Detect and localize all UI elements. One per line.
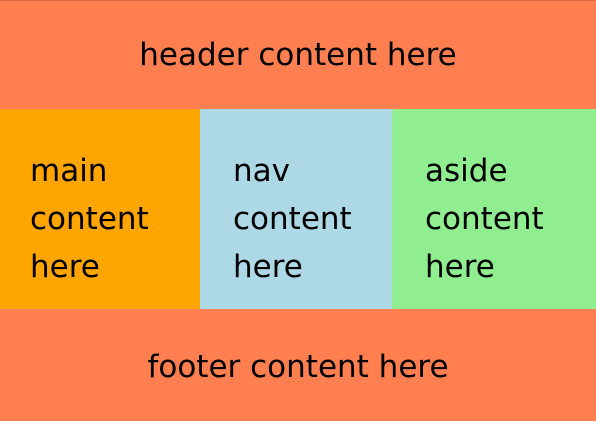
main-line-1: main xyxy=(30,153,108,189)
aside-line-1: aside xyxy=(425,153,508,189)
footer: footer content here xyxy=(0,309,596,421)
nav-section: nav content here xyxy=(200,109,392,309)
main-section: main content here xyxy=(0,109,200,309)
nav-line-3: here xyxy=(233,249,303,285)
aside-line-3: here xyxy=(425,249,495,285)
header-text: header content here xyxy=(139,37,457,73)
aside-section: aside content here xyxy=(392,109,596,309)
nav-line-1: nav xyxy=(233,153,290,189)
footer-text: footer content here xyxy=(147,349,449,385)
nav-line-2: content xyxy=(233,201,352,237)
main-line-3: here xyxy=(30,249,100,285)
aside-line-2: content xyxy=(425,201,544,237)
main-line-2: content xyxy=(30,201,149,237)
header: header content here xyxy=(0,0,596,109)
